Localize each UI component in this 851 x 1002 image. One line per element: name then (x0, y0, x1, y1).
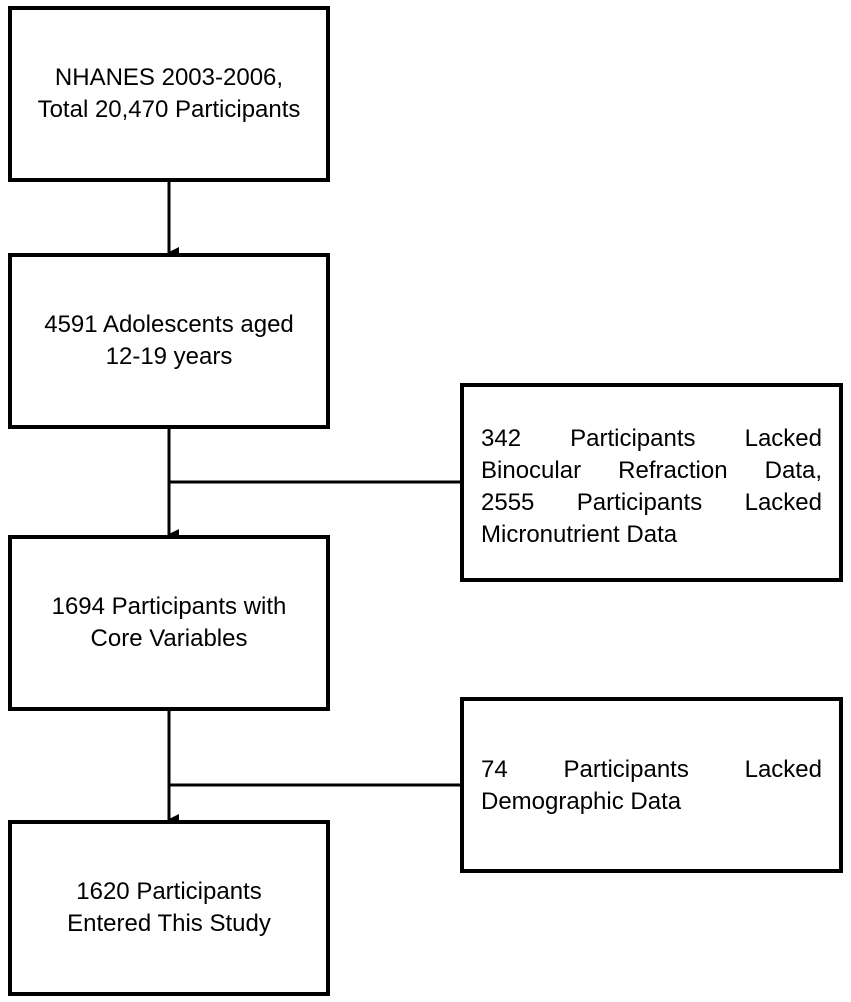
exclusion-first-line-3: 2555 Participants Lacked (481, 489, 822, 516)
exclusion-first-line-2: Binocular Refraction Data, (481, 457, 822, 484)
box-nhanes-line-1: NHANES 2003-2006, (54, 64, 284, 91)
box-entered-text: 1620 Participants Entered This Study (12, 876, 326, 940)
box-exclusion-refraction-micronutrient: 342 Participants Lacked Binocular Refrac… (460, 383, 843, 582)
exclusion-first-line-1: 342 Participants Lacked (481, 425, 822, 452)
box-nhanes-line-2: Total 20,470 Participants (37, 96, 301, 123)
box-core-line-2: Core Variables (90, 625, 248, 652)
box-entered-study: 1620 Participants Entered This Study (8, 820, 330, 996)
box-adolescents-text: 4591 Adolescents aged 12-19 years (12, 309, 326, 373)
box-adolescents-line-2: 12-19 years (105, 343, 233, 370)
box-adolescents-line-1: 4591 Adolescents aged (44, 311, 294, 338)
exclusion-second-line-2: Demographic Data (481, 788, 682, 815)
exclusion-first-line-4: Micronutrient Data (481, 521, 678, 548)
box-adolescents: 4591 Adolescents aged 12-19 years (8, 253, 330, 429)
exclusion-first-text: 342 Participants Lacked Binocular Refrac… (481, 423, 822, 551)
box-exclusion-demographic: 74 Participants Lacked Demographic Data (460, 697, 843, 873)
exclusion-second-line-1: 74 Participants Lacked (481, 756, 822, 783)
box-entered-line-2: Entered This Study (67, 910, 271, 937)
box-core-text: 1694 Participants with Core Variables (12, 591, 326, 655)
box-entered-line-1: 1620 Participants (76, 878, 262, 905)
box-core-variables: 1694 Participants with Core Variables (8, 535, 330, 711)
box-core-line-1: 1694 Participants with (51, 593, 287, 620)
box-nhanes-text: NHANES 2003-2006, Total 20,470 Participa… (12, 62, 326, 126)
box-nhanes-total: NHANES 2003-2006, Total 20,470 Participa… (8, 6, 330, 182)
exclusion-second-text: 74 Participants Lacked Demographic Data (481, 754, 822, 818)
